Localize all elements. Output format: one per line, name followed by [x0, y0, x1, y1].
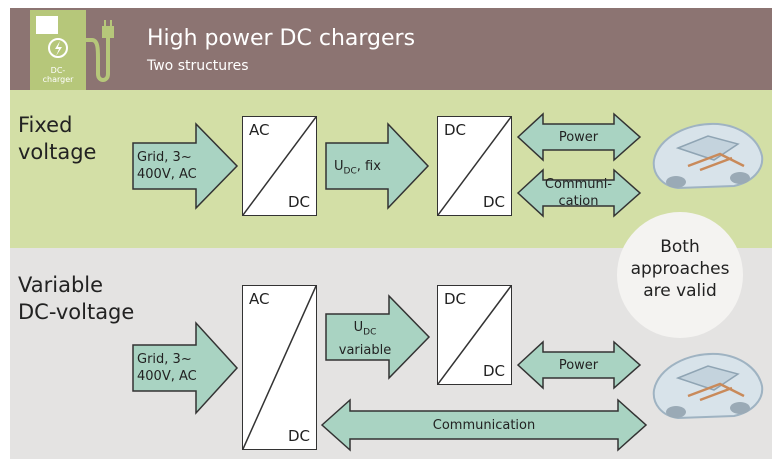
fixed-udc-symbol: U	[334, 159, 344, 174]
fixed-acdc-converter: AC DC	[242, 116, 317, 216]
fixed-udc-suffix: , fix	[356, 159, 381, 174]
fixed-label-line2: voltage	[18, 140, 97, 164]
variable-power-text: Power	[558, 358, 599, 373]
dc-charger-logo	[28, 10, 120, 90]
variable-grid-line2: 400V, AC	[137, 369, 197, 384]
slide-subtitle: Two structures	[147, 58, 249, 74]
fixed-dcdc-output-label: DC	[482, 193, 505, 211]
slide-title: High power DC chargers	[147, 26, 416, 51]
variable-dcdc-input-label: DC	[444, 290, 467, 308]
variable-power-arrow	[516, 340, 642, 390]
conclusion-line1: Both	[660, 237, 700, 257]
fixed-grid-line2: 400V, AC	[137, 167, 197, 182]
fixed-udc-arrow	[325, 122, 430, 210]
converter-diagonal	[438, 117, 511, 215]
variable-udc-symbol: U	[353, 320, 364, 335]
conclusion-line3: are valid	[643, 281, 717, 301]
fixed-voltage-label: Fixed voltage	[18, 112, 96, 166]
fixed-udc-text: UDC, fix	[334, 158, 381, 181]
variable-dcdc-converter: DC DC	[437, 285, 512, 385]
converter-diagonal	[243, 286, 316, 449]
variable-udc-subscript: DC	[363, 327, 377, 338]
fixed-communication-text: Communi- cation	[543, 176, 614, 210]
fixed-label-line1: Fixed	[18, 113, 73, 137]
variable-grid-text: Grid, 3~ 400V, AC	[137, 351, 197, 385]
variable-label-line2: DC-voltage	[18, 300, 135, 324]
variable-communication-arrow	[320, 398, 648, 452]
charger-icon	[30, 10, 114, 90]
logo-label-line2: charger	[42, 75, 74, 84]
fixed-acdc-input-label: AC	[249, 121, 270, 139]
header-band	[10, 8, 772, 90]
fixed-dcdc-converter: DC DC	[437, 116, 512, 216]
variable-acdc-output-label: DC	[287, 427, 310, 445]
electric-car-image-variable	[652, 352, 764, 420]
fixed-power-text: Power	[558, 130, 599, 145]
converter-diagonal	[243, 117, 316, 215]
fixed-communication-arrow	[516, 168, 642, 218]
fixed-power-arrow	[516, 112, 642, 162]
logo-label: DC- charger	[30, 66, 86, 84]
variable-communication-text: Communication	[432, 418, 536, 433]
fixed-acdc-output-label: DC	[287, 193, 310, 211]
converter-diagonal	[438, 286, 511, 384]
variable-acdc-input-label: AC	[249, 290, 270, 308]
fixed-grid-line1: Grid, 3~	[137, 150, 192, 165]
conclusion-line2: approaches	[630, 259, 730, 279]
electric-car-image-fixed	[652, 122, 764, 190]
variable-grid-line1: Grid, 3~	[137, 352, 192, 367]
variable-acdc-converter: AC DC	[242, 285, 317, 450]
fixed-udc-subscript: DC	[343, 166, 357, 177]
fixed-comm-line1: Communi-	[544, 177, 613, 192]
conclusion-circle	[617, 212, 743, 338]
variable-udc-arrow	[325, 294, 431, 380]
variable-udc-text: UDC variable	[336, 319, 394, 359]
fixed-comm-line2: cation	[558, 194, 599, 209]
variable-dcdc-output-label: DC	[482, 362, 505, 380]
variable-voltage-label: Variable DC-voltage	[18, 272, 134, 326]
fixed-grid-text: Grid, 3~ 400V, AC	[137, 149, 197, 183]
conclusion-text: Both approaches are valid	[617, 236, 743, 302]
fixed-grid-arrow	[132, 122, 239, 210]
variable-grid-arrow	[132, 321, 239, 415]
fixed-dcdc-input-label: DC	[444, 121, 467, 139]
variable-label-line1: Variable	[18, 273, 104, 297]
variable-udc-line2: variable	[338, 342, 392, 358]
logo-label-line1: DC-	[50, 66, 66, 75]
